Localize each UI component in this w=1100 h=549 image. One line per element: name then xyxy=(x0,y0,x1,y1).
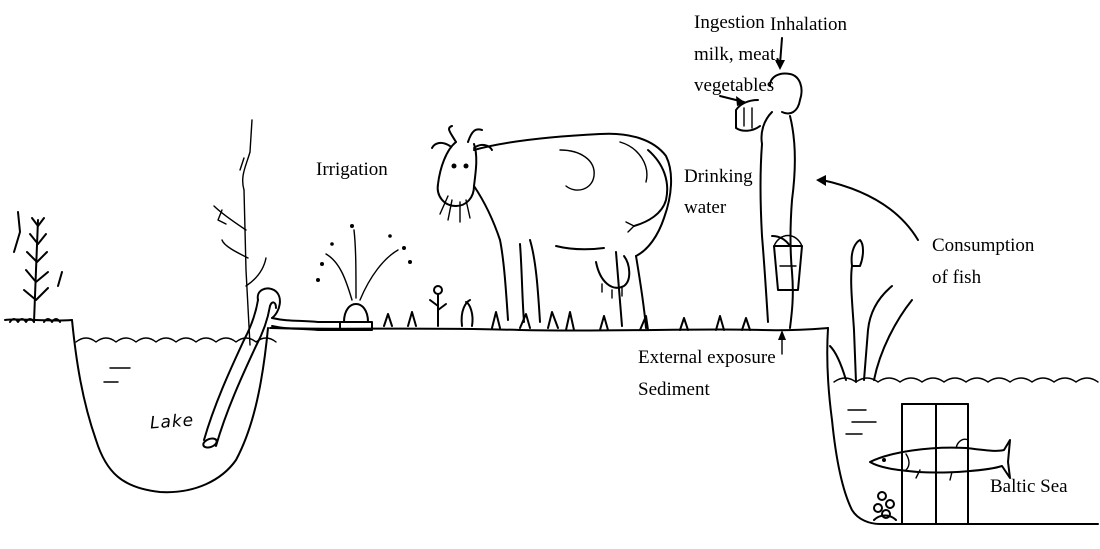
ingestion-detail-label: milk, meat, xyxy=(694,43,780,66)
person-head xyxy=(770,74,802,114)
ingestion-detail-label: vegetables xyxy=(694,74,774,97)
consumption-arrow xyxy=(822,180,918,240)
lake-label: Lake xyxy=(149,410,194,433)
lake-water-surface xyxy=(76,338,276,342)
sea-reeds xyxy=(830,240,912,382)
cow-head xyxy=(438,142,477,206)
cow-tail xyxy=(634,150,667,226)
sea-floor-plant xyxy=(874,492,896,520)
inhalation-label: Inhalation xyxy=(770,13,847,36)
lake-basin xyxy=(72,320,268,492)
left-shrub xyxy=(10,212,62,322)
fish-illustration xyxy=(870,439,1010,480)
external-exposure-label: External exposure xyxy=(638,346,776,369)
consumption-of-fish-label: of fish xyxy=(932,266,981,289)
water-intake-pipe xyxy=(202,288,340,449)
person-illustration xyxy=(736,74,802,329)
sediment-label: Sediment xyxy=(638,378,710,401)
drinking-water-label: Drinking xyxy=(684,165,753,188)
reed-plant-lake xyxy=(214,120,266,345)
irrigation-sprinkler xyxy=(316,224,412,330)
bucket xyxy=(774,246,802,290)
baltic-sea-label: Baltic Sea xyxy=(990,475,1068,498)
ingestion-label: Ingestion xyxy=(694,11,765,34)
cow-illustration xyxy=(432,126,671,328)
field-plants xyxy=(384,286,750,330)
consumption-of-fish-label: Consumption xyxy=(932,234,1034,257)
drinking-water-label: water xyxy=(684,196,726,219)
irrigation-label: Irrigation xyxy=(316,158,388,181)
fishing-net-stakes xyxy=(902,404,968,524)
